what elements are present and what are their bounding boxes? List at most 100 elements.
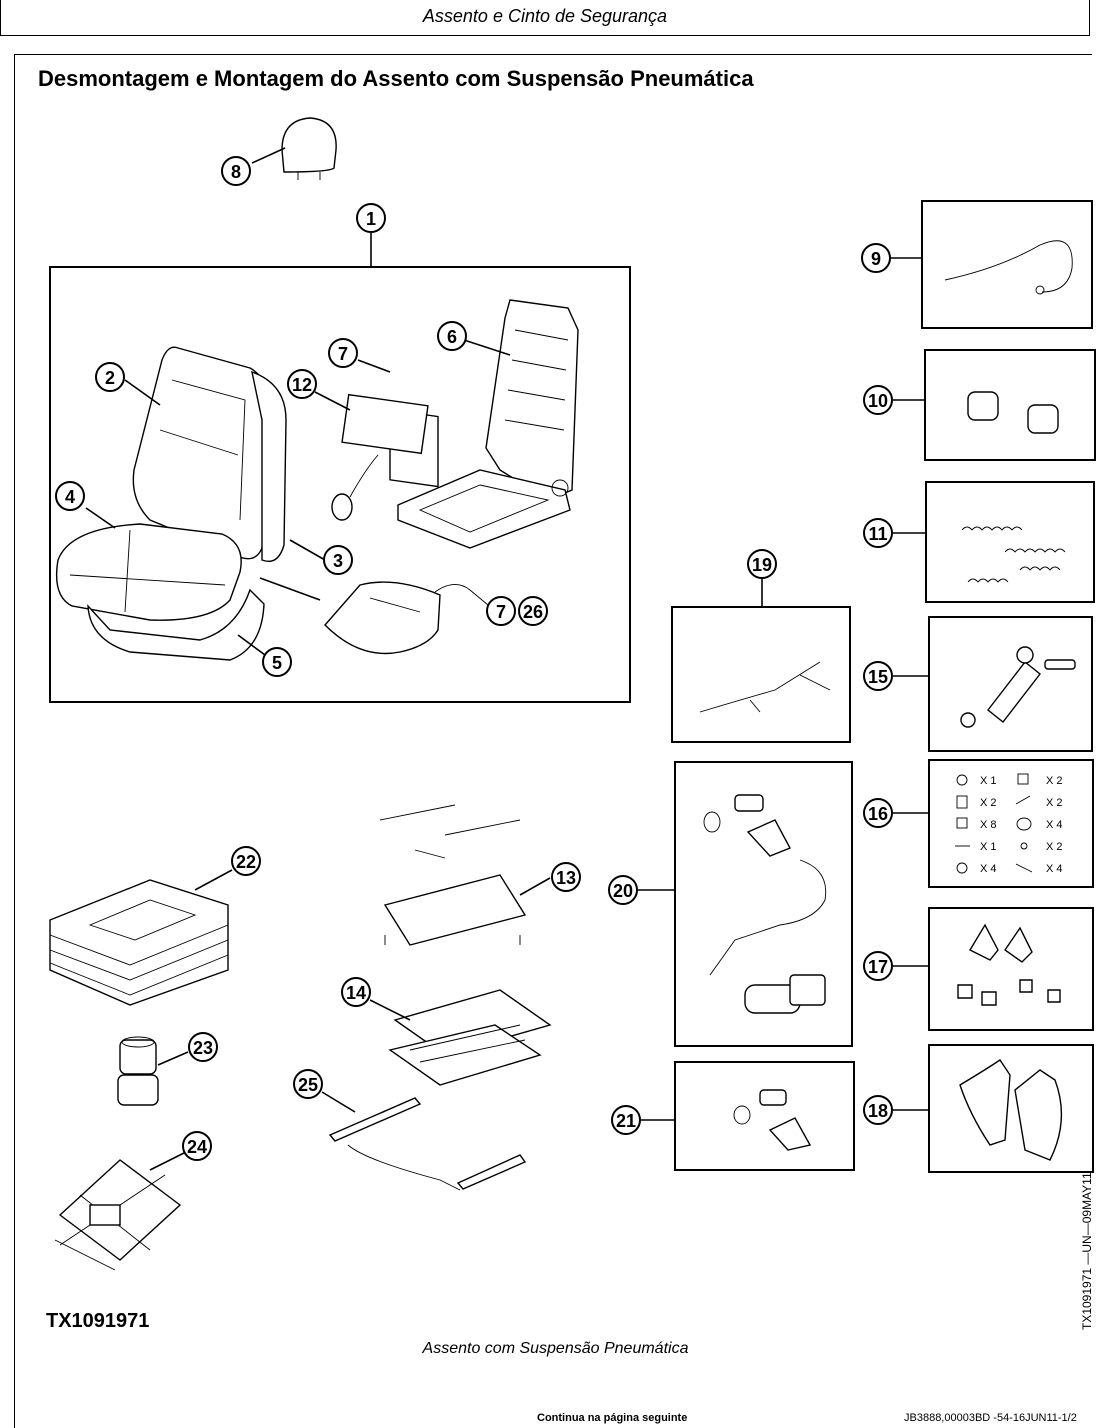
svg-text:16: 16 bbox=[868, 804, 888, 824]
svg-text:6: 6 bbox=[447, 327, 457, 347]
document-code: JB3888,00003BD -54-16JUN11-1/2 bbox=[904, 1412, 1077, 1424]
svg-text:8: 8 bbox=[231, 162, 241, 182]
callout-24: 24 bbox=[182, 1131, 212, 1161]
svg-text:21: 21 bbox=[616, 1111, 636, 1131]
svg-text:1: 1 bbox=[366, 209, 376, 229]
slide-rails bbox=[328, 1097, 527, 1191]
callout-7b: 7 bbox=[486, 596, 516, 626]
page-title: Desmontagem e Montagem do Assento com Su… bbox=[38, 66, 754, 91]
figure-caption: Assento com Suspensão Pneumática bbox=[422, 1340, 689, 1357]
air-spring bbox=[117, 1036, 159, 1106]
callout-4: 4 bbox=[55, 481, 85, 511]
suspension-bellows bbox=[49, 879, 229, 1006]
kit-qty: X 1 bbox=[980, 775, 997, 787]
svg-text:2: 2 bbox=[105, 368, 115, 388]
seat-back-cushion bbox=[132, 346, 287, 563]
svg-text:9: 9 bbox=[871, 249, 881, 269]
svg-text:17: 17 bbox=[868, 957, 888, 977]
box-17 bbox=[928, 907, 1094, 1031]
svg-text:10: 10 bbox=[868, 391, 888, 411]
page-frame bbox=[14, 54, 1092, 1428]
callout-3: 3 bbox=[323, 545, 353, 575]
box-11 bbox=[925, 481, 1095, 603]
svg-text:25: 25 bbox=[298, 1075, 318, 1095]
svg-text:24: 24 bbox=[187, 1137, 207, 1157]
hardware-kit-list: X 1 X 2 X 2 X 2 X 8 X 4 X 1 X 2 X 4 X 4 bbox=[955, 773, 1063, 875]
seat-assembly-box bbox=[49, 266, 631, 703]
callout-19: 19 bbox=[747, 549, 777, 579]
box-10 bbox=[924, 349, 1096, 461]
callout-10: 10 bbox=[863, 385, 893, 415]
callout-21: 21 bbox=[611, 1105, 641, 1135]
scissor-frame bbox=[54, 1159, 182, 1271]
continue-note: Continua na página seguinte bbox=[537, 1412, 688, 1424]
box-15 bbox=[928, 616, 1093, 752]
seat-slide-upper bbox=[379, 804, 527, 946]
switch-assembly bbox=[733, 1089, 812, 1151]
callout-9: 9 bbox=[861, 243, 891, 273]
svg-text:18: 18 bbox=[868, 1101, 888, 1121]
seat-frame bbox=[397, 299, 579, 549]
svg-text:5: 5 bbox=[272, 653, 282, 673]
kit-qty: X 2 bbox=[1046, 797, 1063, 809]
callout-5: 5 bbox=[262, 647, 292, 677]
suspension-base bbox=[388, 989, 552, 1086]
kit-qty: X 4 bbox=[1046, 863, 1063, 875]
callout-11: 11 bbox=[863, 518, 893, 548]
heated-seat-pad bbox=[324, 581, 489, 655]
callout-8: 8 bbox=[221, 156, 251, 186]
header-title: Assento e Cinto de Segurança bbox=[422, 6, 668, 26]
kit-qty: X 2 bbox=[1046, 841, 1063, 853]
callout-12: 12 bbox=[287, 369, 317, 399]
box-16 bbox=[928, 759, 1094, 888]
kit-qty: X 2 bbox=[980, 797, 997, 809]
callout-25: 25 bbox=[293, 1069, 323, 1099]
kit-qty: X 4 bbox=[980, 863, 997, 875]
svg-text:4: 4 bbox=[65, 487, 75, 507]
figure-side-code: TX1091971 —UN—09MAY11 bbox=[1080, 1172, 1094, 1330]
callout-18: 18 bbox=[863, 1095, 893, 1125]
callout-7: 7 bbox=[328, 338, 358, 368]
svg-text:20: 20 bbox=[613, 881, 633, 901]
svg-text:22: 22 bbox=[236, 852, 256, 872]
callout-20: 20 bbox=[608, 875, 638, 905]
callout-13: 13 bbox=[551, 862, 581, 892]
kit-qty: X 2 bbox=[1046, 775, 1063, 787]
seat-pan bbox=[87, 588, 265, 661]
lumbar-pump bbox=[331, 454, 379, 521]
svg-text:3: 3 bbox=[333, 551, 343, 571]
callout-1: 1 bbox=[356, 203, 386, 233]
callout-16: 16 bbox=[863, 798, 893, 828]
kit-qty: X 1 bbox=[980, 841, 997, 853]
svg-text:7: 7 bbox=[496, 602, 506, 622]
figure-id: TX1091971 bbox=[46, 1310, 150, 1332]
motor-assembly bbox=[703, 794, 827, 1014]
svg-text:14: 14 bbox=[346, 983, 366, 1003]
seat-cushion bbox=[55, 523, 242, 621]
box-21 bbox=[674, 1061, 855, 1171]
wire-harness bbox=[699, 661, 831, 713]
callout-6: 6 bbox=[437, 321, 467, 351]
box-9 bbox=[921, 200, 1093, 329]
callout-2: 2 bbox=[95, 362, 125, 392]
callout-26: 26 bbox=[518, 596, 548, 626]
svg-text:7: 7 bbox=[338, 344, 348, 364]
svg-text:19: 19 bbox=[752, 555, 772, 575]
svg-text:23: 23 bbox=[193, 1038, 213, 1058]
belt-brackets bbox=[959, 1059, 1063, 1161]
callout-14: 14 bbox=[341, 977, 371, 1007]
headrest bbox=[281, 117, 337, 180]
svg-text:26: 26 bbox=[523, 602, 543, 622]
svg-text:15: 15 bbox=[868, 667, 888, 687]
svg-text:12: 12 bbox=[292, 375, 312, 395]
cable bbox=[944, 240, 1073, 293]
kit-qty: X 8 bbox=[980, 819, 997, 831]
lumbar-panel bbox=[341, 393, 439, 488]
switch-knob bbox=[1027, 404, 1059, 434]
mounting-clips bbox=[957, 923, 1061, 1006]
shock-absorber bbox=[960, 646, 1076, 728]
springs bbox=[961, 526, 1066, 583]
callout-22: 22 bbox=[231, 846, 261, 876]
header-bar: Assento e Cinto de Segurança bbox=[0, 0, 1090, 36]
